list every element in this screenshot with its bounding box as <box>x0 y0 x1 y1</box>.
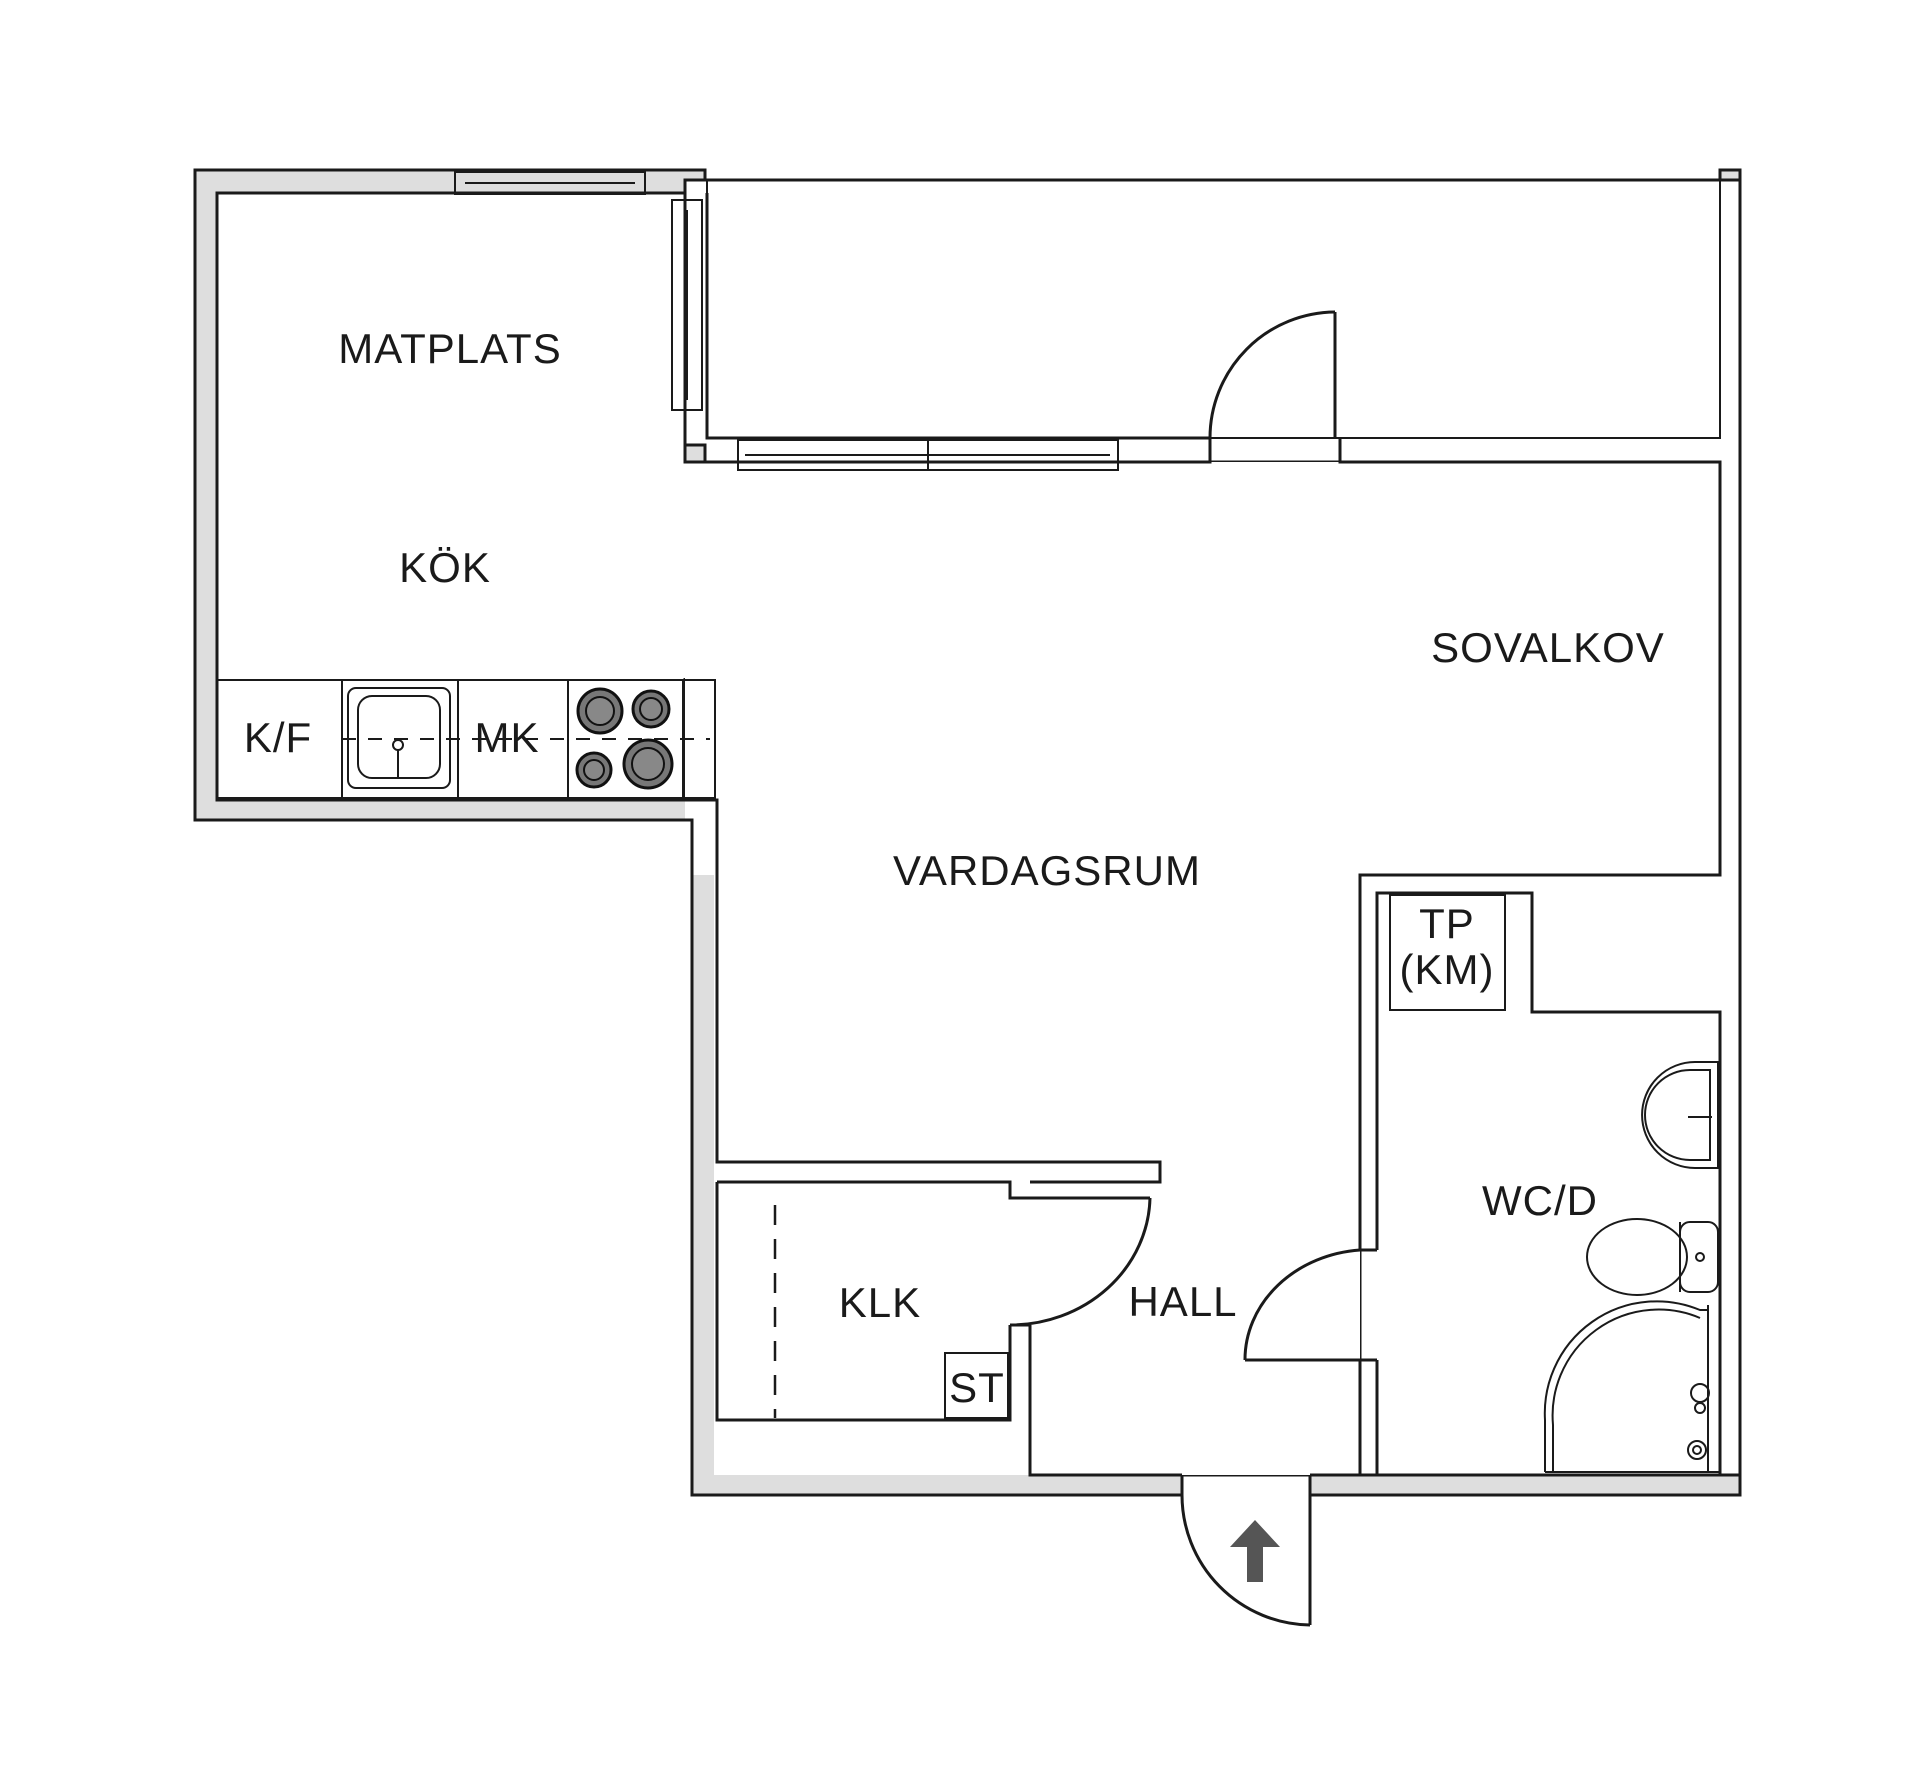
toilet-icon <box>1586 1218 1719 1296</box>
windows <box>454 171 1119 471</box>
sink-icon <box>347 687 451 789</box>
wall-outlines <box>193 168 1742 1497</box>
label-vardagsrum: VARDAGSRUM <box>893 847 1201 894</box>
shower-icon <box>1543 1300 1720 1473</box>
arrow-up-icon <box>1230 1520 1280 1582</box>
label-sovalkov: SOVALKOV <box>1431 624 1665 671</box>
label-mk: MK <box>475 714 540 761</box>
label-wcd: WC/D <box>1482 1177 1598 1224</box>
washbasin-icon <box>1641 1061 1719 1169</box>
bathroom-door <box>1243 1248 1377 1362</box>
room-labels: MATPLATS KÖK SOVALKOV VARDAGSRUM TP (KM)… <box>244 325 1665 1411</box>
label-kf: K/F <box>244 714 312 761</box>
label-hall: HALL <box>1128 1278 1237 1325</box>
label-kok: KÖK <box>399 544 491 591</box>
stove-icon <box>567 679 684 799</box>
label-st: ST <box>949 1364 1005 1411</box>
heat-pump-box <box>1389 894 1506 1011</box>
closet-door <box>1009 1196 1152 1327</box>
balcony-door <box>1208 310 1337 439</box>
label-km: (KM) <box>1400 946 1495 993</box>
label-tp: TP <box>1419 900 1475 947</box>
label-matplats: MATPLATS <box>338 325 561 372</box>
closet-klk <box>773 1205 1009 1419</box>
wall-bands <box>217 193 1720 1475</box>
label-klk: KLK <box>839 1279 921 1326</box>
entrance-door <box>1180 1475 1312 1627</box>
balcony <box>706 179 1721 439</box>
